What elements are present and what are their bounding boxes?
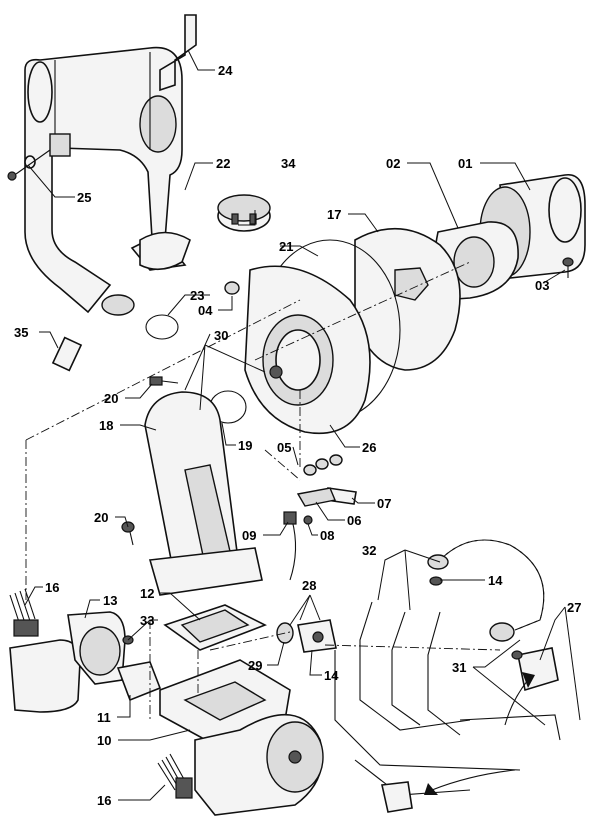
callout-14-lower: 14 — [324, 668, 339, 683]
part-08-nut — [303, 515, 313, 525]
callout-08: 08 — [320, 528, 334, 543]
callout-12: 12 — [140, 586, 154, 601]
part-06-electrode — [296, 487, 336, 507]
callout-16-upper: 16 — [45, 580, 59, 595]
callout-28: 28 — [302, 578, 316, 593]
part-03-screw — [562, 257, 574, 278]
callout-14-upper: 14 — [488, 573, 503, 588]
part-05-nuts — [303, 454, 343, 476]
part-16-connector-lower — [157, 753, 193, 799]
callout-17: 17 — [327, 207, 341, 222]
callout-10: 10 — [97, 733, 111, 748]
callout-23: 23 — [190, 288, 204, 303]
callout-18: 18 — [99, 418, 113, 433]
callout-24: 24 — [218, 63, 233, 78]
part-34-plug — [217, 194, 271, 232]
callout-27: 27 — [567, 600, 581, 615]
part-24-bracket — [159, 14, 197, 92]
assembly-lines — [25, 261, 501, 720]
callout-34: 34 — [281, 156, 296, 171]
part-23-seal-ring — [145, 314, 179, 340]
callout-26: 26 — [362, 440, 376, 455]
callout-31: 31 — [452, 660, 466, 675]
callout-22: 22 — [216, 156, 230, 171]
part-11-gasket — [116, 661, 162, 702]
callout-09: 09 — [242, 528, 256, 543]
callout-19: 19 — [238, 438, 252, 453]
callout-06: 06 — [347, 513, 361, 528]
callout-05: 05 — [277, 440, 291, 455]
callout-20-lower: 20 — [94, 510, 108, 525]
part-32-flex-hose — [427, 539, 545, 642]
part-04-nut — [224, 281, 240, 295]
rotation-arrows — [424, 672, 535, 795]
callout-03: 03 — [535, 278, 549, 293]
callout-labels: 01 02 03 04 05 06 07 08 09 10 11 12 13 1… — [14, 63, 581, 808]
callout-32: 32 — [362, 543, 376, 558]
callout-20-upper: 20 — [104, 391, 118, 406]
callout-04: 04 — [198, 303, 213, 318]
part-10-fan-housing — [159, 659, 324, 816]
callout-35: 35 — [14, 325, 28, 340]
callout-16-lower: 16 — [97, 793, 111, 808]
part-20-screw-upper — [149, 376, 179, 386]
part-35-pin — [51, 336, 83, 372]
part-22-duct — [24, 46, 191, 316]
callout-25: 25 — [77, 190, 91, 205]
callout-13: 13 — [103, 593, 117, 608]
leader-lines — [24, 49, 581, 801]
part-26-flange — [244, 265, 371, 435]
callout-21: 21 — [279, 239, 293, 254]
part-14-fitting — [429, 576, 443, 586]
part-28-sensor — [297, 619, 337, 653]
part-17-gasket-plate — [354, 227, 461, 371]
callout-02: 02 — [386, 156, 400, 171]
part-27-pipe-set — [381, 647, 559, 813]
callout-07: 07 — [377, 496, 391, 511]
part-13-gas-valve — [9, 611, 126, 713]
part-pipes — [334, 601, 561, 796]
callout-30: 30 — [214, 328, 228, 343]
part-16-connector-upper — [9, 588, 39, 637]
callout-11: 11 — [97, 710, 111, 725]
callout-29: 29 — [248, 658, 262, 673]
callout-01: 01 — [458, 156, 472, 171]
part-12-gasket — [163, 604, 267, 651]
part-09-cable — [283, 511, 297, 581]
callout-33: 33 — [140, 613, 154, 628]
part-18-air-duct — [144, 391, 263, 596]
